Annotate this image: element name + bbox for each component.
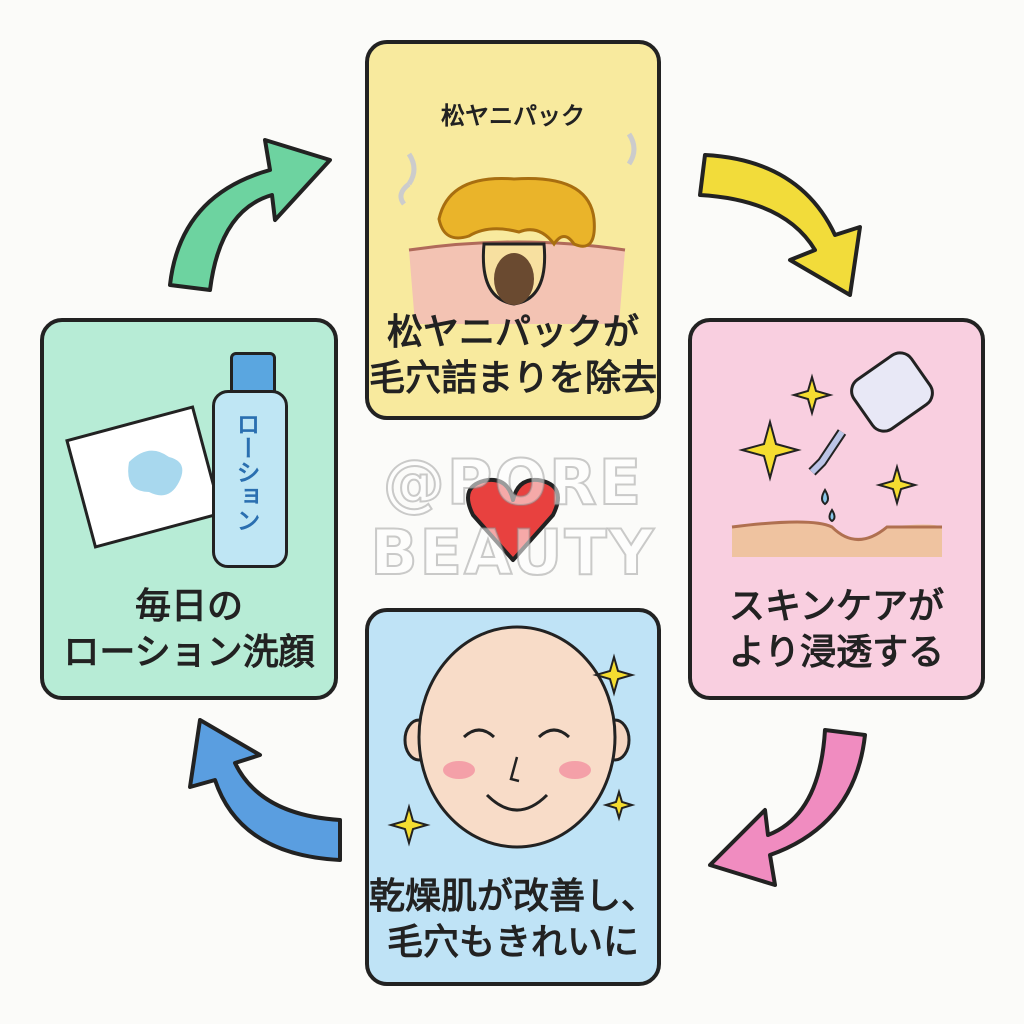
- watermark: @PORE BEAUTY: [369, 446, 656, 589]
- lotion-caption-line1: 毎日の: [134, 586, 243, 627]
- pine-pack-caption-line1: 松ヤニパックが: [386, 312, 639, 353]
- arrow-yellow-icon: [698, 153, 862, 297]
- card-pine-pack: 松ヤニパック 松ヤニパックが 毛穴詰まりを除去: [365, 40, 661, 420]
- cotton-pad-illustration: [65, 405, 223, 549]
- arrow-green-icon: [168, 138, 332, 292]
- skincare-caption-line1: スキンケアが: [729, 586, 944, 627]
- arrow-pink-icon: [708, 728, 867, 887]
- result-caption-line2: 毛穴もきれいに: [386, 922, 639, 963]
- lotion-bottle: ローション: [212, 352, 288, 570]
- arrow-blue-icon: [188, 718, 342, 862]
- card-lotion: ローション 毎日の ローション洗顔: [40, 318, 338, 700]
- result-caption-line1: 乾燥肌が改善し、: [369, 876, 658, 917]
- pine-pack-label: 松ヤニパック: [441, 102, 585, 130]
- lotion-bottle-label: ローション: [232, 412, 260, 532]
- lotion-caption-line2: ローション洗顔: [63, 632, 315, 673]
- heart-icon: [466, 477, 560, 562]
- card-result: 乾燥肌が改善し、 毛穴もきれいに: [365, 608, 661, 986]
- pore-pack-illustration: [398, 132, 637, 324]
- skincare-caption-line2: より浸透する: [728, 632, 945, 673]
- pine-pack-caption-line2: 毛穴詰まりを除去: [369, 358, 658, 399]
- card-skincare: スキンケアが より浸透する: [688, 318, 985, 700]
- serum-dropper-illustration: [731, 351, 942, 557]
- smiling-face-illustration: [387, 625, 636, 849]
